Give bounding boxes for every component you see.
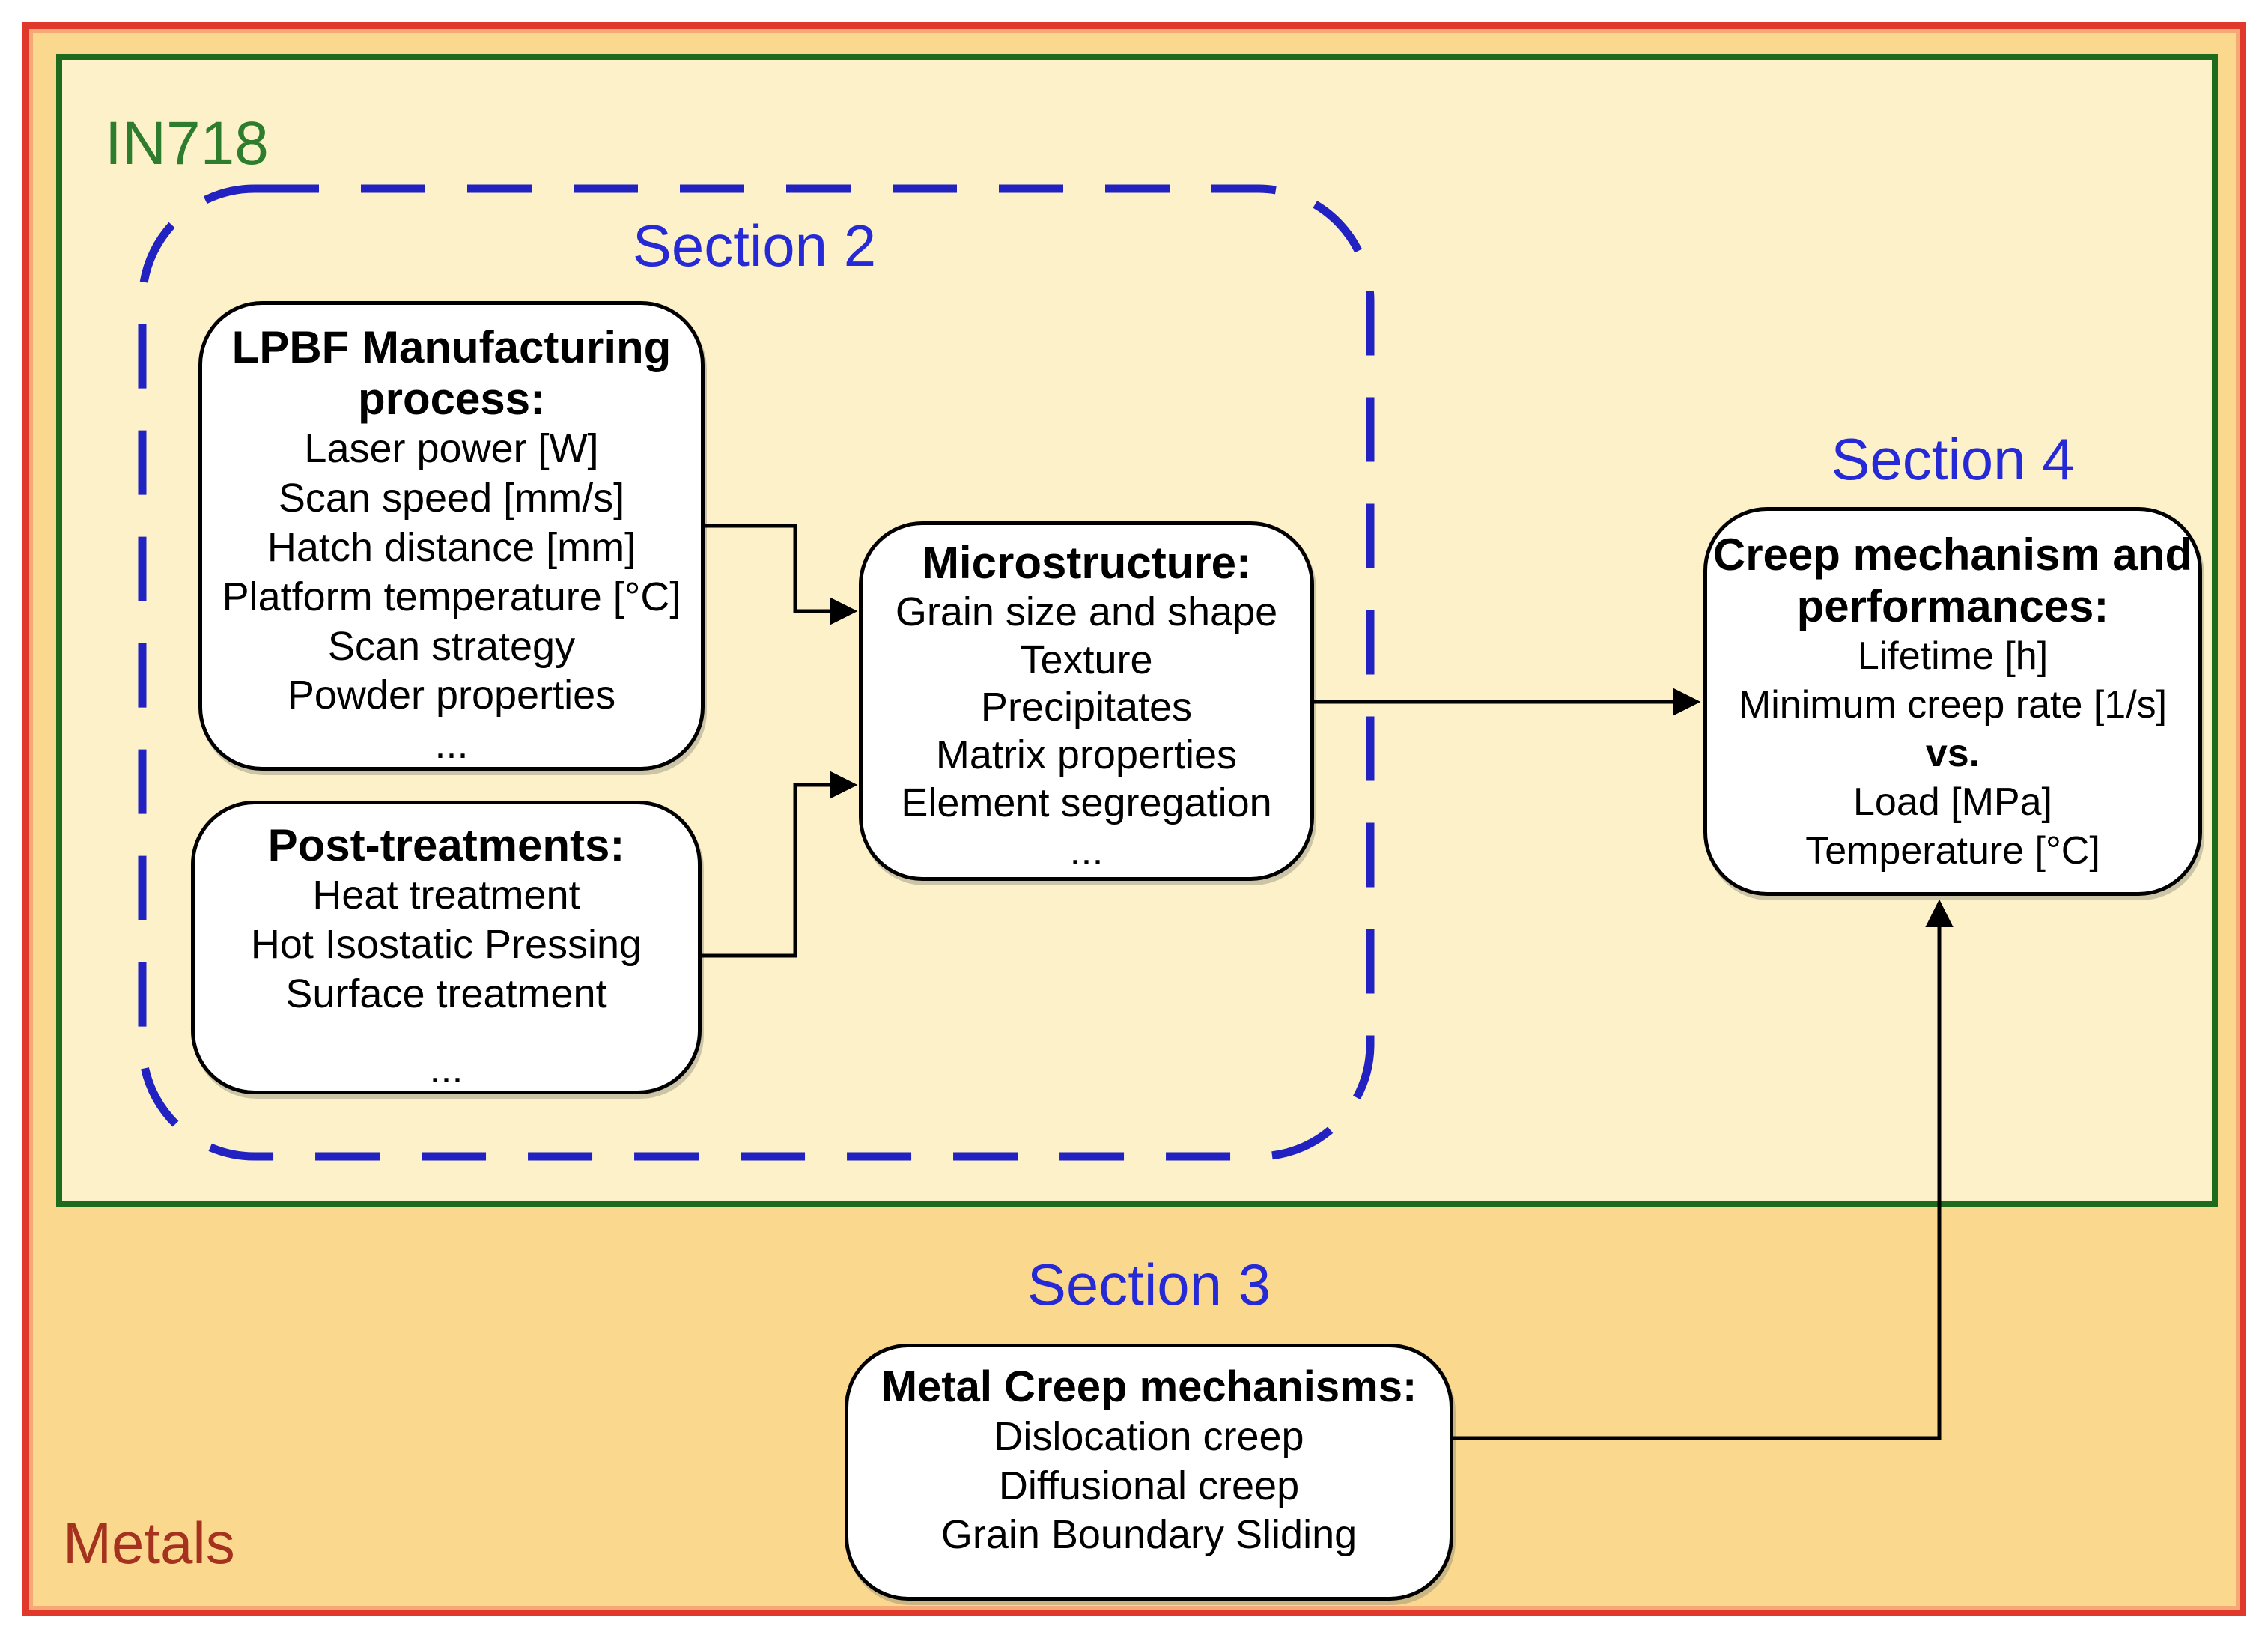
lpbf-process-box: LPBF Manufacturing process: Laser power … [198, 301, 705, 771]
in718-label: IN718 [105, 109, 269, 178]
microstructure-item: Grain size and shape [895, 589, 1278, 634]
section-2-label: Section 2 [632, 213, 877, 279]
lpbf-item: Scan speed [mm/s] [278, 475, 625, 521]
microstructure-box-title: Microstructure: [921, 538, 1252, 588]
lpbf-ellipsis: ... [434, 722, 469, 768]
microstructure-ellipsis: ... [1069, 828, 1104, 873]
lpbf-item: Hatch distance [mm] [267, 524, 636, 570]
metal-creep-item: Dislocation creep [994, 1413, 1304, 1459]
microstructure-box: Microstructure: Grain size and shape Tex… [859, 521, 1314, 881]
post-treatment-ellipsis: ... [429, 1046, 463, 1091]
creep-item: Temperature [°C] [1805, 829, 2100, 873]
section-3-label: Section 3 [1027, 1252, 1271, 1317]
microstructure-item: Texture [1020, 637, 1153, 682]
lpbf-item: Scan strategy [327, 623, 576, 669]
post-treatment-item: Surface treatment [285, 971, 607, 1016]
creep-item: Minimum creep rate [1/s] [1738, 683, 2168, 727]
section-4-label: Section 4 [1831, 426, 2075, 492]
creep-mechanism-box: Creep mechanism and performances: Lifeti… [1703, 507, 2202, 896]
lpbf-item: Laser power [W] [304, 426, 599, 471]
post-treatments-box: Post-treatments: Heat treatment Hot Isos… [191, 801, 702, 1094]
microstructure-item: Element segregation [901, 780, 1272, 825]
post-treatment-item: Heat treatment [312, 873, 580, 917]
lpbf-item: Powder properties [287, 673, 616, 718]
post-treatments-box-title: Post-treatments: [267, 820, 625, 870]
creep-mechanism-box-title: Creep mechanism and performances: [1712, 530, 2193, 631]
lpbf-item: Platform temperature [°C] [222, 574, 681, 619]
metals-label: Metals [63, 1510, 235, 1576]
metal-creep-item: Grain Boundary Sliding [940, 1512, 1358, 1558]
lpbf-process-box-title: LPBF Manufacturing process: [231, 322, 672, 424]
metal-creep-mechanisms-box-title: Metal Creep mechanisms: [881, 1362, 1417, 1411]
creep-item: Load [MPa] [1853, 780, 2052, 824]
creep-item-vs: vs. [1925, 732, 1980, 775]
metal-creep-mechanisms-box: Metal Creep mechanisms: Dislocation cree… [845, 1344, 1453, 1601]
creep-item: Lifetime [h] [1857, 634, 2049, 678]
microstructure-item: Precipitates [980, 685, 1193, 730]
metal-creep-item: Diffusional creep [998, 1463, 1300, 1508]
microstructure-item: Matrix properties [935, 732, 1238, 778]
post-treatment-item: Hot Isostatic Pressing [250, 921, 642, 967]
